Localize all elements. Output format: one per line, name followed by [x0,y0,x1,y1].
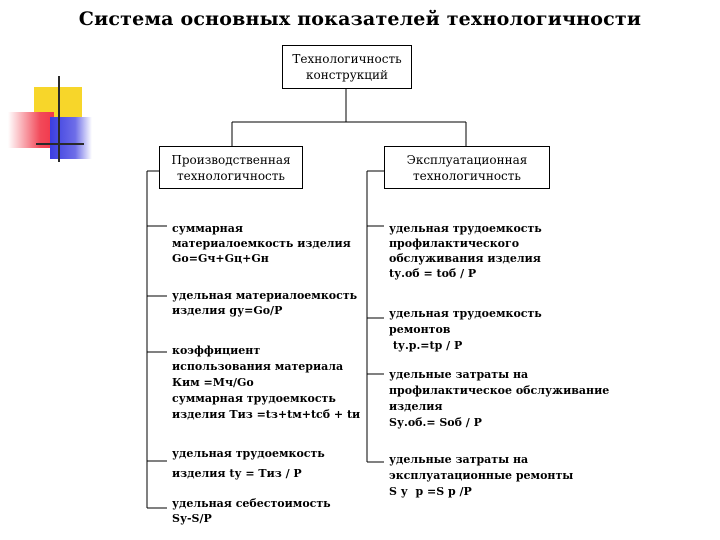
left-item-2-line-2: изделия gу=Gо/Р [172,304,283,317]
right-item-2-line-2: ремонтов [389,323,451,336]
left-item-1-line-2: материалоемкость изделия [172,237,351,250]
right-item-3: удельные затраты на профилактическое обс… [389,367,609,431]
left-header-box: Производственная технологичность [159,146,303,189]
right-item-4: удельные затраты на эксплуатационные рем… [389,452,573,500]
horizontal-rule [36,143,84,145]
left-item-1-line-3: Gо=Gч+Gц+Gн [172,252,269,265]
right-item-4-line-3: S у р =S р /Р [389,485,472,498]
right-item-1-line-4: tу.об = tоб / Р [389,267,477,280]
left-item-1-line-1: суммарная [172,222,243,235]
left-header-line2: технологичность [177,168,285,183]
left-item-4-line-1: удельная трудоемкость [172,447,325,460]
right-item-3-line-3: изделия [389,400,443,413]
right-item-4-line-2: эксплуатационные ремонты [389,469,574,482]
root-line1: Технологичность [292,52,402,66]
left-item-3-line-5: изделия Тиз =tз+tм+tсб + tи [172,408,361,421]
left-item-3-line-2: использования материала [172,360,344,373]
left-item-1: суммарная материалоемкость изделия Gо=Gч… [172,221,351,266]
left-item-5-line-1: удельная себестоимость [172,497,331,510]
left-header-line1: Производственная [171,152,291,167]
root-box: Технологичность конструкций [282,45,412,89]
right-header-box: Эксплуатационная технологичность [384,146,550,189]
vertical-rule [58,76,60,162]
right-header-line1: Эксплуатационная [406,152,528,167]
right-item-2-line-3: tу.р.=tр / Р [389,339,463,352]
red-square [8,112,54,148]
left-item-2: удельная материалоемкость изделия gу=Gо/… [172,288,357,318]
left-item-3-line-1: коэффициент [172,344,261,357]
right-item-3-line-1: удельные затраты на [389,368,529,381]
left-item-4: удельная трудоемкость изделия tу = Тиз /… [172,444,325,484]
right-item-4-line-1: удельные затраты на [389,453,529,466]
right-header-line2: технологичность [413,168,521,183]
right-item-1-line-1: удельная трудоемкость [389,222,542,235]
left-item-2-line-1: удельная материалоемкость [172,289,358,302]
right-item-2-line-1: удельная трудоемкость [389,307,542,320]
right-item-3-line-2: профилактическое обслуживание [389,384,610,397]
right-item-1-line-2: профилактического [389,237,520,250]
right-item-1: удельная трудоемкость профилактического … [389,221,542,281]
root-line2: конструкций [305,68,389,82]
blue-square [50,117,92,159]
left-item-4-line-2: изделия tу = Тиз / Р [172,467,302,480]
left-item-3-line-3: Ким =Мч/Gо [172,376,254,389]
left-item-5: удельная себестоимость Sу-S/P [172,496,331,526]
left-item-3: коэффициент использования материала Ким … [172,343,360,423]
right-item-3-line-4: Sу.об.= Sоб / Р [389,416,482,429]
right-item-1-line-3: обслуживания изделия [389,252,541,265]
left-item-5-line-2: Sу-S/P [172,512,212,525]
right-item-2: удельная трудоемкость ремонтов tу.р.=tр … [389,306,542,354]
page-title: Система основных показателей технологичн… [78,8,642,30]
left-item-3-line-4: суммарная трудоемкость [172,392,336,405]
